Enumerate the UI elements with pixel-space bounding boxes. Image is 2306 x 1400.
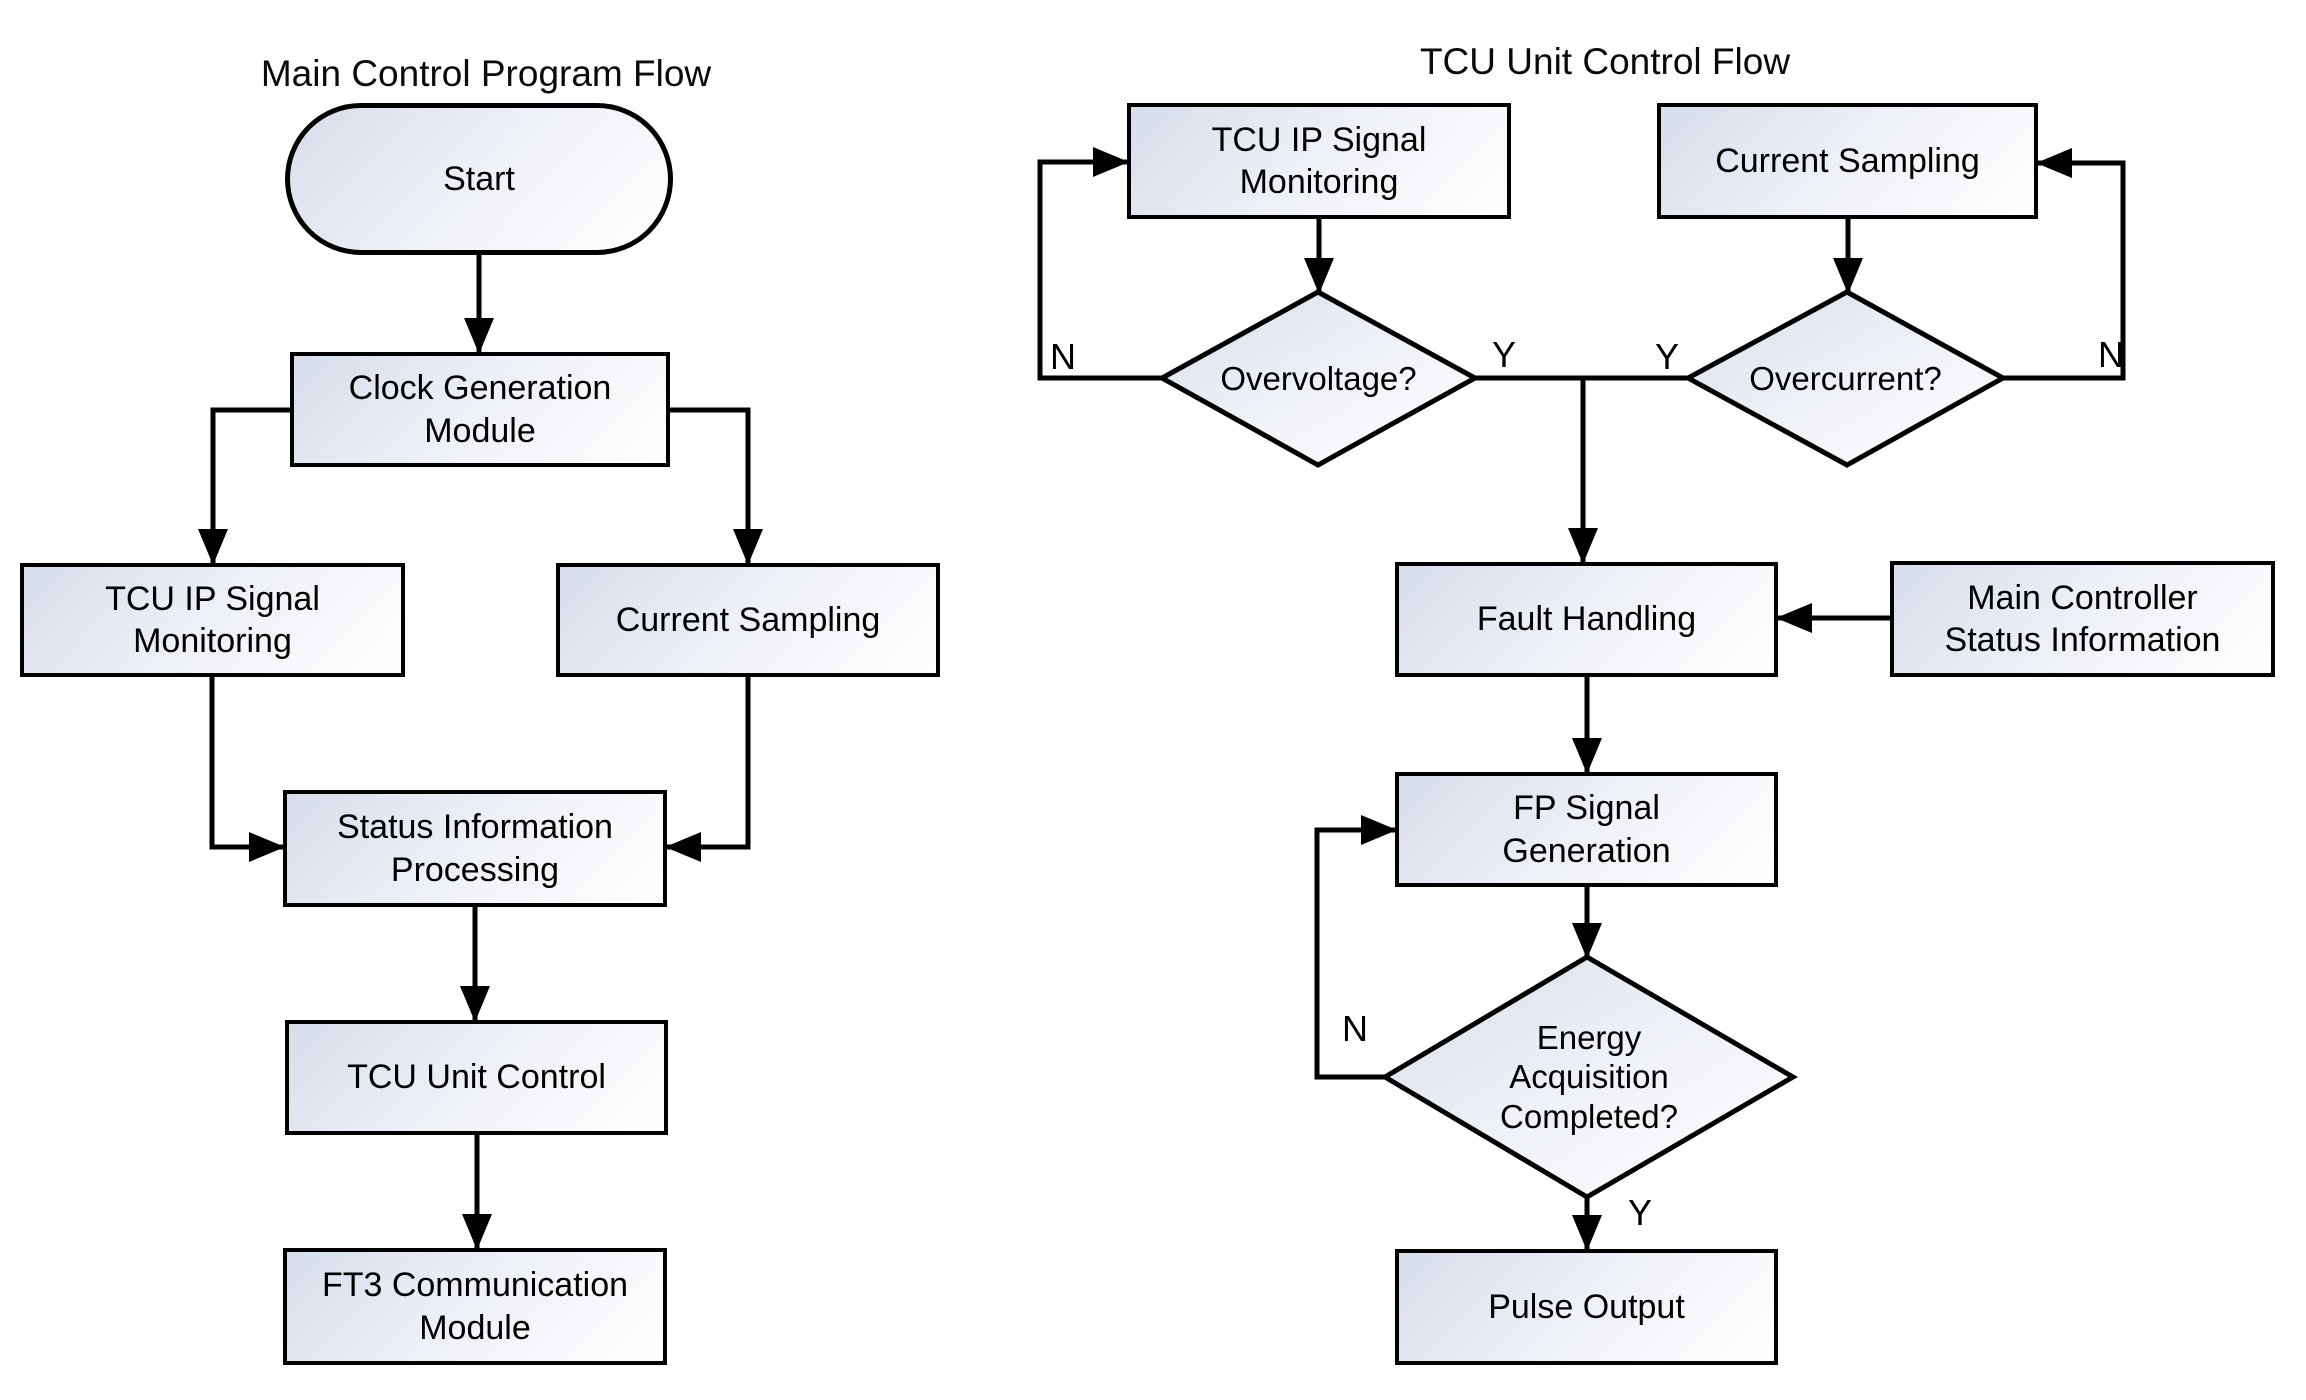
edge-energy-no-loop [1314, 815, 1397, 1080]
left-chart-title: Main Control Program Flow [260, 53, 712, 94]
node-fp-signal-generation: FP Signal Generation [1395, 772, 1778, 887]
node-main-controller-status-information: Main Controller Status Information [1890, 561, 2275, 677]
decision-overcurrent-shape [1682, 289, 2009, 468]
edge-clock-to-current [670, 407, 763, 565]
node-r-tcu-ip-signal-monitoring: TCU IP Signal Monitoring [1127, 103, 1511, 219]
node-status-information-processing: Status Information Processing [283, 790, 667, 907]
right-chart-title: TCU Unit Control Flow [1419, 41, 1791, 82]
edge-overcurrent-no-loop [2003, 148, 2126, 381]
label-overvoltage-yes: Y [1492, 334, 1517, 375]
decision-overvoltage-shape [1156, 289, 1481, 468]
decision-energy-shape [1380, 954, 1798, 1200]
node-clock-generation-module: Clock Generation Module [290, 352, 670, 467]
node-fault-handling: Fault Handling [1395, 562, 1778, 677]
node-current-sampling: Current Sampling [556, 563, 940, 677]
node-tcu-unit-control: TCU Unit Control [285, 1020, 668, 1135]
label-overcurrent-no: N [2098, 334, 2124, 375]
label-overvoltage-no: N [1050, 336, 1076, 377]
label-overcurrent-yes: Y [1655, 336, 1680, 377]
node-start: Start [285, 103, 673, 255]
edge-overvoltage-no-loop [1037, 147, 1162, 381]
node-tcu-ip-signal-monitoring: TCU IP Signal Monitoring [20, 563, 405, 677]
node-pulse-output: Pulse Output [1395, 1249, 1778, 1365]
label-energy-yes: Y [1628, 1192, 1653, 1233]
label-energy-no: N [1342, 1008, 1368, 1049]
edge-clock-to-tcu-ip [198, 407, 290, 565]
node-r-current-sampling: Current Sampling [1657, 103, 2038, 219]
node-ft3-communication-module: FT3 Communication Module [283, 1248, 667, 1365]
edge-current-to-status [665, 677, 751, 862]
edge-tcu-ip-to-status [209, 677, 285, 862]
